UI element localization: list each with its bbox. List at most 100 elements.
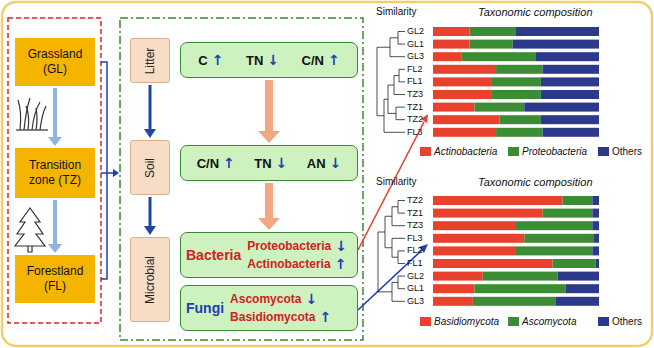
dendrogram-branch bbox=[377, 47, 390, 116]
arrow-head bbox=[48, 244, 62, 253]
legend-swatch bbox=[420, 317, 431, 326]
taxon-row: Proteobacteria↓ bbox=[247, 238, 347, 254]
result-box: C ↑ TN ↓ C/N ↑ bbox=[180, 42, 358, 78]
indicator: C/N ↑ bbox=[302, 52, 340, 68]
indicator-name: TN bbox=[254, 156, 271, 171]
axis-heading: Similarity bbox=[376, 176, 417, 187]
taxon-name: Proteobacteria bbox=[247, 239, 331, 253]
bar-segment bbox=[558, 272, 600, 281]
legend-swatch bbox=[508, 317, 519, 326]
sample-label: FL1 bbox=[407, 76, 423, 86]
bar-segment bbox=[592, 209, 599, 218]
bar-segment bbox=[524, 103, 599, 112]
trend-arrow: ↓ bbox=[267, 52, 279, 68]
bar-segment bbox=[433, 40, 470, 49]
bracket bbox=[101, 62, 119, 279]
sample-label: TZ1 bbox=[407, 102, 423, 112]
sample-label: GL3 bbox=[407, 51, 424, 61]
bar-segment bbox=[566, 284, 599, 293]
bar-segment bbox=[543, 209, 593, 218]
bar-segment bbox=[516, 221, 592, 230]
sample-label: TZ1 bbox=[407, 208, 423, 218]
bar-segment bbox=[513, 40, 599, 49]
legend-swatch bbox=[598, 147, 609, 156]
bar-segment bbox=[433, 272, 483, 281]
level-box: Soil bbox=[130, 140, 170, 195]
bar-segment bbox=[543, 65, 599, 74]
flow-arrow bbox=[258, 80, 280, 143]
bar-segment bbox=[433, 128, 496, 137]
arrow-head bbox=[144, 226, 156, 235]
legend-label: Others bbox=[612, 316, 642, 327]
bar-segment bbox=[475, 284, 566, 293]
taxon-name: Basidiomycota bbox=[230, 310, 315, 324]
indicator-name: C bbox=[198, 53, 207, 68]
bar-segment bbox=[553, 259, 596, 268]
indicator-name: C/N bbox=[197, 156, 219, 171]
dendrogram-branch bbox=[392, 207, 405, 226]
legend-label: Ascomycota bbox=[522, 316, 576, 327]
legend-item: Proteobacteria bbox=[508, 146, 587, 157]
dendrogram-branch bbox=[398, 276, 405, 289]
bar-segment bbox=[473, 297, 556, 306]
bar-segment bbox=[516, 246, 592, 255]
bar-segment bbox=[562, 196, 592, 205]
bar-segment bbox=[433, 209, 543, 218]
group-title: Bacteria bbox=[186, 247, 241, 263]
dendrogram-branch bbox=[378, 232, 392, 292]
pointer-arrow bbox=[358, 114, 428, 310]
bar-segment bbox=[483, 272, 558, 281]
sample-label: GL1 bbox=[407, 39, 424, 49]
bar-segment bbox=[433, 27, 470, 36]
bar-segment bbox=[516, 27, 599, 36]
arrow-shaft bbox=[149, 197, 152, 227]
legend-label: Actinobacteria bbox=[434, 146, 497, 157]
bar-segment bbox=[475, 103, 525, 112]
bar-segment bbox=[433, 259, 553, 268]
level-label: Microbial bbox=[143, 255, 157, 303]
bar-segment bbox=[433, 115, 499, 124]
flow-arrow bbox=[144, 197, 156, 235]
bar-segment bbox=[592, 221, 599, 230]
taxa-list: Proteobacteria↓ Actinobacteria↑ bbox=[247, 238, 347, 272]
legend-label: Basidiomycota bbox=[434, 316, 499, 327]
trend-arrow: ↑ bbox=[335, 256, 347, 272]
sample-label: GL2 bbox=[407, 26, 424, 36]
bar-segment bbox=[556, 297, 599, 306]
legend-item: Others bbox=[598, 146, 642, 157]
flow-arrow bbox=[258, 183, 280, 230]
bar-segment bbox=[541, 115, 599, 124]
level-box: Litter bbox=[130, 38, 170, 83]
bar-segment bbox=[433, 297, 473, 306]
bar-segment bbox=[433, 52, 461, 61]
indicator-name: C/N bbox=[302, 53, 324, 68]
sample-label: FL2 bbox=[407, 64, 423, 74]
dendrogram-branch bbox=[396, 107, 405, 120]
taxa-list: Ascomycota↓Basidiomycota↑ bbox=[230, 291, 331, 325]
site-label: Transition zone (TZ) bbox=[19, 158, 91, 188]
arrow-head bbox=[258, 218, 280, 230]
arrow-shaft bbox=[149, 85, 152, 130]
dendrogram-branch bbox=[398, 201, 405, 214]
legend-swatch bbox=[420, 147, 431, 156]
level-label: Litter bbox=[143, 47, 157, 74]
taxon-row: Actinobacteria↑ bbox=[247, 256, 347, 272]
indicator: TN ↓ bbox=[246, 52, 279, 68]
bar-segment bbox=[433, 221, 516, 230]
sample-label: FL3 bbox=[407, 233, 423, 243]
trend-arrow: ↑ bbox=[328, 52, 340, 68]
dendrogram-branch bbox=[388, 85, 396, 113]
dendrogram-branch bbox=[385, 216, 392, 248]
dendrogram-branch bbox=[398, 251, 405, 264]
level-box: Microbial bbox=[130, 237, 170, 322]
bar-segment bbox=[433, 284, 475, 293]
bar-segment bbox=[433, 77, 491, 86]
site-box: Transition zone (TZ) bbox=[15, 148, 95, 198]
trend-arrow: ↑ bbox=[212, 52, 224, 68]
arrow-head bbox=[144, 129, 156, 138]
indicator-name: TN bbox=[246, 53, 263, 68]
bar-segment bbox=[536, 52, 599, 61]
result-box: FungiAscomycota↓Basidiomycota↑ bbox=[180, 285, 358, 331]
taxon-name: Ascomycota bbox=[230, 292, 301, 306]
